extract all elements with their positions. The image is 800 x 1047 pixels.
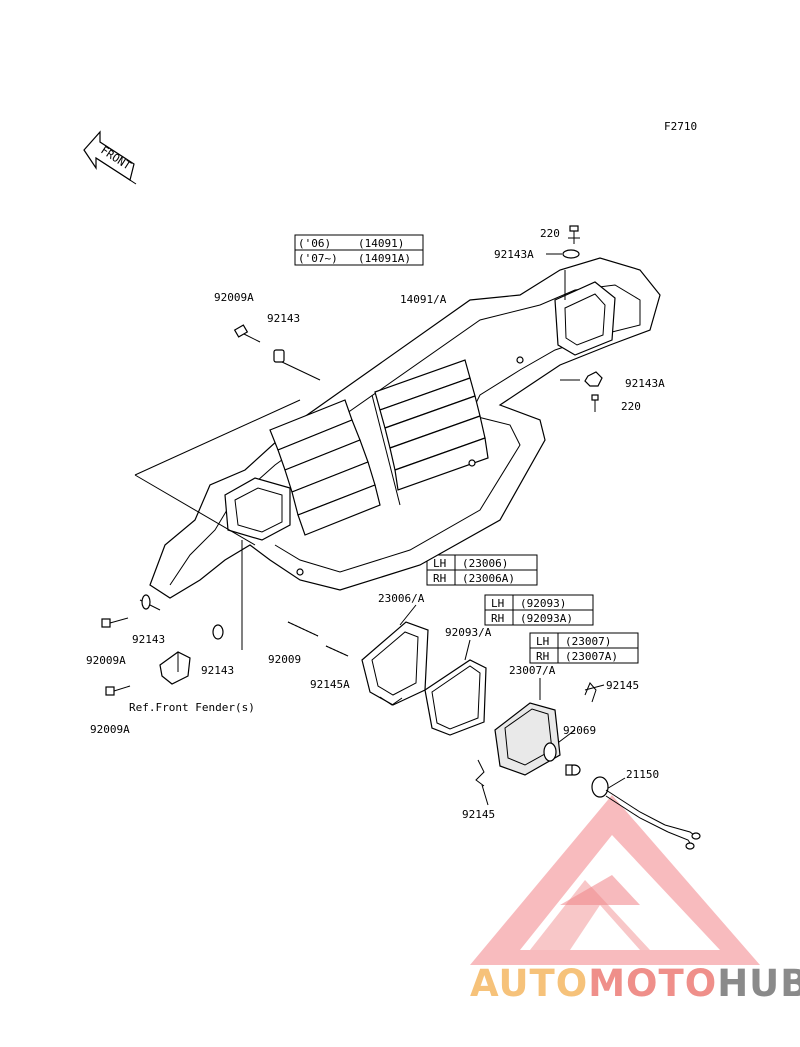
table-cell: ('06) [298, 237, 331, 250]
label-92009: 92009 [268, 653, 301, 666]
table-cell: RH [491, 612, 504, 625]
label-92143A-right: 92143A [625, 377, 665, 390]
label-92143-top: 92143 [267, 312, 300, 325]
table-cell: (92093A) [520, 612, 573, 625]
screw-220-right-icon [591, 394, 599, 412]
watermark-brand: AUTOMOTOHUB [470, 962, 800, 1005]
label-92145A: 92145A [310, 678, 350, 691]
front-direction-arrow-icon: FRONT [83, 130, 137, 185]
collar-92143-top-icon [273, 349, 285, 363]
label-92143A-top: 92143A [494, 248, 534, 261]
headlight-bezel-icon [361, 621, 429, 706]
label-23006A: 23006/A [378, 592, 425, 605]
watermark-part-auto: AUTO [470, 962, 589, 1005]
label-92009A-top: 92009A [214, 291, 254, 304]
label-220-right: 220 [621, 400, 641, 413]
table-cell: (23006) [462, 557, 508, 570]
watermark-part-hub: HUB [717, 962, 800, 1005]
label-92093A: 92093/A [445, 626, 492, 639]
bolt-92009A-left-icon [101, 617, 129, 628]
grille-slats [269, 359, 489, 536]
label-92009A-bottom: 92009A [90, 723, 130, 736]
label-23007A: 23007/A [509, 664, 556, 677]
washer-92143-left-icon [141, 594, 151, 610]
label-14091A: 14091/A [400, 293, 447, 306]
table-cell: (14091A) [358, 252, 411, 265]
label-92143-mid: 92143 [201, 664, 234, 677]
label-92009A-left: 92009A [86, 654, 126, 667]
label-ref-front-fender: Ref.Front Fender(s) [129, 701, 255, 714]
label-21150: 21150 [626, 768, 659, 781]
washer-92143-mid-icon [212, 624, 224, 640]
label-92145-bottom: 92145 [462, 808, 495, 821]
table-headlight-unit: LH (23007) RH (23007A) [529, 632, 639, 664]
table-cell: (23007A) [565, 650, 618, 663]
bulb-icon [565, 764, 581, 776]
screw-92009-icon [287, 621, 319, 637]
table-cell: RH [433, 572, 446, 585]
label-92145-right: 92145 [606, 679, 639, 692]
table-cell: RH [536, 650, 549, 663]
bolt-92009A-bottom-icon [105, 685, 131, 696]
table-cell: (92093) [520, 597, 566, 610]
label-92143-left: 92143 [132, 633, 165, 646]
table-cell: (23006A) [462, 572, 515, 585]
nut-92143A-right-icon [584, 371, 603, 387]
table-cell: (23007) [565, 635, 611, 648]
table-seal: LH (92093) RH (92093A) [484, 594, 594, 626]
headlight-unit-icon [494, 702, 561, 776]
table-cell: LH [536, 635, 549, 648]
table-cell: LH [491, 597, 504, 610]
spring-92145-right-icon [584, 682, 597, 703]
label-92069: 92069 [563, 724, 596, 737]
screw-92145A-icon [325, 645, 349, 657]
figure-code: F2710 [664, 120, 697, 133]
front-grille-body [149, 257, 661, 599]
spring-92145-bottom-icon [475, 759, 485, 787]
table-cell: ('07~) [298, 252, 338, 265]
watermark-logo-icon [470, 795, 760, 965]
table-model-year: ('06) (14091) ('07~) (14091A) [294, 234, 424, 266]
bracket-icon [159, 651, 191, 685]
socket-harness-icon [591, 776, 701, 850]
table-cell: (14091) [358, 237, 404, 250]
screw-220-top-icon [569, 225, 579, 244]
bolt-92009A-top-icon [233, 324, 261, 343]
label-220-top: 220 [540, 227, 560, 240]
washer-92143A-top-icon [562, 249, 580, 259]
seal-ring-icon [424, 659, 487, 736]
watermark-part-moto: MOTO [588, 962, 718, 1005]
table-headlight-bezel: LH (23006) RH (23006A) [426, 554, 538, 586]
table-cell: LH [433, 557, 446, 570]
